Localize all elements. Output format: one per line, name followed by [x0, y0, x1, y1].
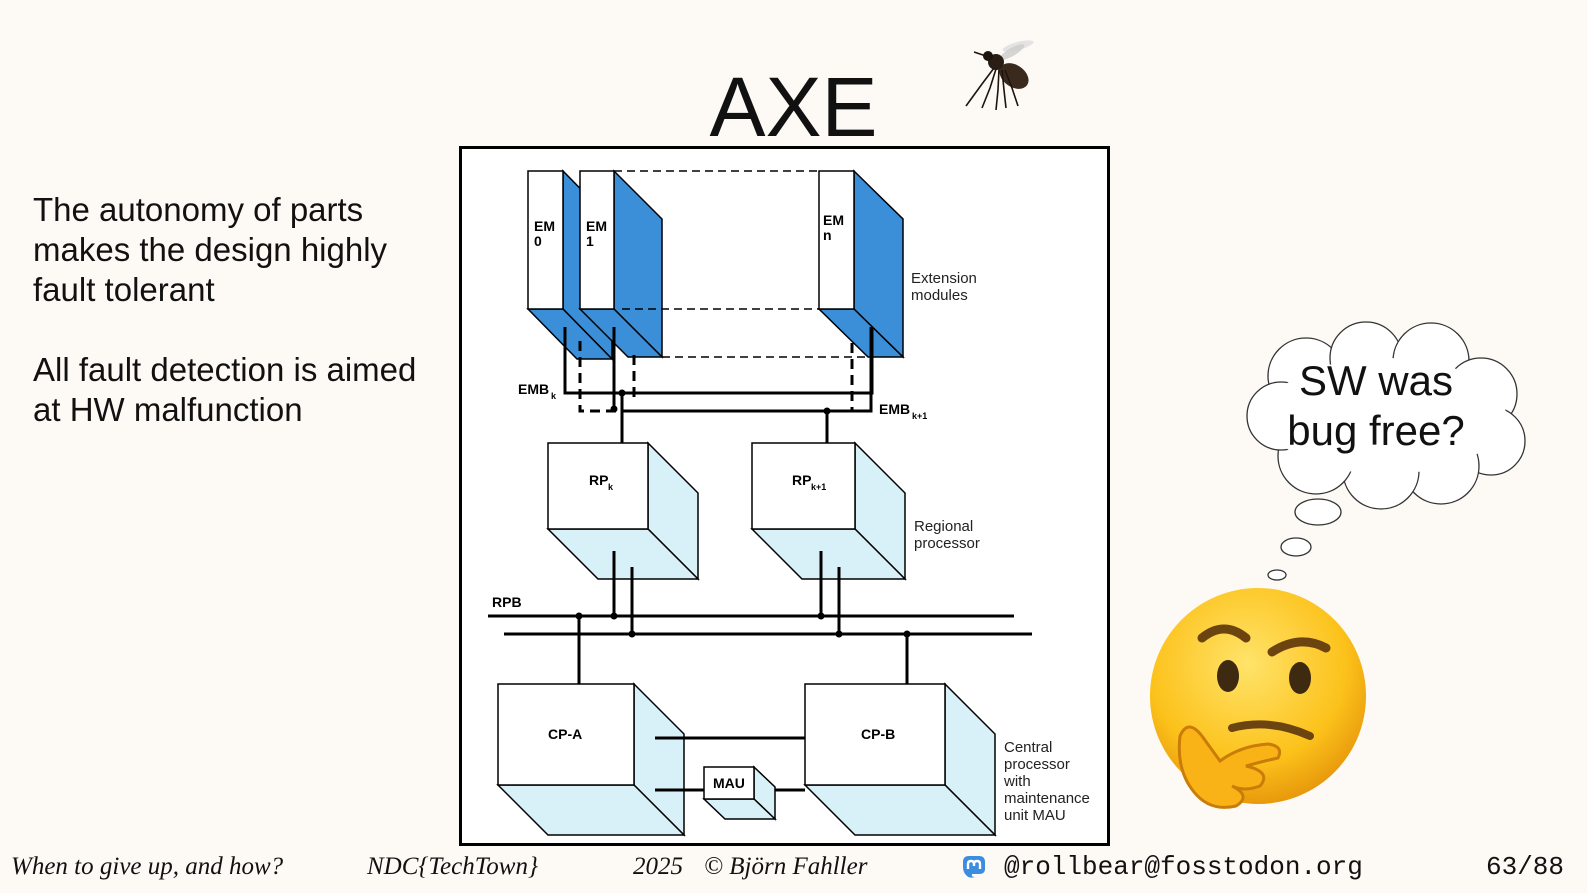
svg-text:0: 0: [534, 233, 542, 249]
thinking-face-icon: [1150, 588, 1366, 809]
em-module-1: EM 1: [578, 169, 664, 359]
bullet-autonomy: The autonomy of parts makes the design h…: [33, 191, 388, 308]
emb-k-label: EMB: [518, 381, 549, 397]
rp-k-box: RP k: [546, 441, 700, 581]
svg-text:k+1: k+1: [912, 411, 927, 421]
svg-text:EM: EM: [823, 212, 844, 228]
footer-handle[interactable]: @rollbear@fosstodon.org: [1004, 852, 1363, 882]
svg-text:Regional: Regional: [914, 518, 973, 535]
footer-conference: NDC{TechTown}: [367, 853, 538, 880]
rpb-label: RPB: [492, 594, 522, 610]
mastodon-icon: [963, 856, 985, 878]
svg-text:k: k: [551, 391, 557, 401]
svg-text:k+1: k+1: [811, 482, 826, 492]
svg-text:Extension: Extension: [911, 270, 977, 287]
svg-text:with: with: [1003, 773, 1031, 790]
axe-architecture-diagram: EM 0 EM 1 EM n: [459, 146, 1110, 846]
footer-page-number: 63/88: [1486, 852, 1565, 882]
cp-b-box: CP-B: [803, 682, 997, 837]
svg-text:CP-A: CP-A: [548, 726, 582, 742]
svg-text:n: n: [823, 227, 832, 243]
bullet-fault-detection: All fault detection is aimed at HW malfu…: [33, 351, 417, 428]
thought-bubble: [1246, 321, 1526, 581]
svg-text:CP-B: CP-B: [861, 726, 895, 742]
mau-box: MAU: [702, 765, 777, 821]
em-module-n: EM n: [817, 169, 905, 359]
svg-text:1: 1: [586, 233, 594, 249]
svg-text:maintenance: maintenance: [1004, 790, 1090, 807]
svg-text:processor: processor: [1004, 756, 1070, 773]
svg-text:MAU: MAU: [713, 775, 745, 791]
svg-text:EM: EM: [586, 218, 607, 234]
cp-a-box: CP-A: [496, 682, 686, 837]
rp-k1-box: RP k+1: [750, 441, 907, 581]
footer-talk-title: When to give up, and how?: [11, 853, 284, 880]
mosquito-icon: [965, 40, 1034, 110]
svg-text:k: k: [608, 482, 614, 492]
footer-year: 2025: [633, 853, 683, 880]
svg-text:processor: processor: [914, 535, 980, 552]
svg-text:RP: RP: [589, 472, 608, 488]
svg-text:Central: Central: [1004, 739, 1052, 756]
svg-text:unit MAU: unit MAU: [1004, 807, 1066, 824]
svg-text:modules: modules: [911, 287, 968, 304]
footer-copyright: © Björn Fahller: [704, 853, 868, 880]
emb-k1-label: EMB: [879, 401, 910, 417]
svg-text:EM: EM: [534, 218, 555, 234]
slide-title: AXE: [709, 60, 878, 154]
svg-text:RP: RP: [792, 472, 811, 488]
thought-text: SW was bug free?: [1287, 357, 1465, 454]
